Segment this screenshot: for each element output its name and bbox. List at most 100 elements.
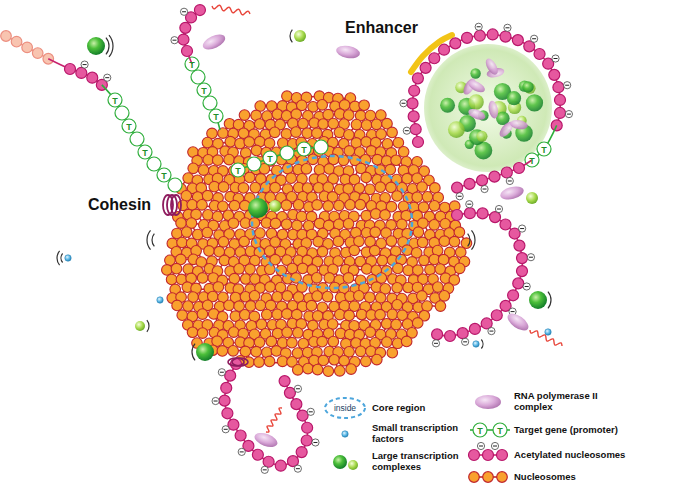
rna-transcript <box>266 408 282 432</box>
nucleosome <box>417 291 428 302</box>
acetyl-charge <box>294 385 301 392</box>
motion-mark <box>109 35 113 57</box>
nucleosome <box>439 236 450 247</box>
acetyl-charge <box>212 397 219 404</box>
transcription-complex <box>470 68 480 78</box>
acetylated-nucleosome <box>178 34 189 45</box>
nucleosome <box>454 263 465 274</box>
nucleosome <box>298 118 309 129</box>
acetylated-nucleosome <box>301 435 312 446</box>
legend-text: RNA polymerase II complex <box>514 390 598 412</box>
nucleosome <box>225 136 236 147</box>
target-gene-nucleosome <box>197 83 211 97</box>
nucleosome <box>172 300 183 311</box>
nucleosome <box>302 128 313 139</box>
transcription-complex <box>448 121 465 138</box>
nucleosome <box>177 237 188 248</box>
cohesin-label: Cohesin <box>88 197 151 213</box>
nucleosome <box>249 218 260 229</box>
acetyl-charge <box>531 35 538 42</box>
legend-sample <box>469 472 480 483</box>
target-gene-nucleosome <box>122 119 136 133</box>
acetyl-charge <box>554 58 558 59</box>
nucleosome <box>387 309 398 320</box>
motion-mark <box>192 344 195 361</box>
target-gene-nucleosome <box>537 142 551 156</box>
acetyl-charge <box>432 340 439 347</box>
legend-item: Nucleosomes <box>514 472 664 483</box>
gene-mark: T <box>267 154 273 163</box>
acetyl-charge <box>565 85 569 86</box>
nucleosome <box>234 263 245 274</box>
acetylated-nucleosome <box>235 430 246 441</box>
faded-nucleosome-fiber <box>6 36 48 59</box>
acetyl-charge <box>220 372 224 373</box>
target-gene-nucleosome <box>203 96 217 110</box>
nucleosome <box>323 366 334 377</box>
nucleosome <box>375 309 386 320</box>
acetylated-nucleosome <box>500 219 511 230</box>
nucleosome <box>429 219 440 230</box>
acetylated-nucleosome <box>429 53 440 64</box>
legend-item: Target gene (promoter) <box>514 425 664 436</box>
target-gene-nucleosome <box>314 140 328 154</box>
acetyl-charge <box>296 468 300 469</box>
transcription-complex <box>522 81 534 93</box>
nucleosome <box>312 364 323 375</box>
nucleosome <box>254 119 265 130</box>
nucleosome <box>286 173 297 184</box>
acetylated-nucleosome <box>555 94 566 105</box>
nucleosome <box>355 346 366 357</box>
nucleosome <box>311 273 322 284</box>
large-transcription-complex <box>87 37 105 55</box>
nucleosome <box>401 336 412 347</box>
nucleosome <box>261 309 272 320</box>
acetylated-nucleosome <box>549 69 560 80</box>
nucleosome <box>435 301 446 312</box>
polymerase-complex <box>499 184 525 202</box>
acetylated-nucleosome <box>87 72 98 83</box>
acetyl-charge <box>105 77 109 78</box>
nucleosome <box>382 337 393 348</box>
enhancer-label: Enhancer <box>345 20 418 36</box>
target-gene-nucleosome <box>108 93 122 107</box>
nucleosome <box>360 356 371 367</box>
nucleosome <box>240 346 251 357</box>
legend-item: Core region <box>372 403 468 414</box>
motion-mark <box>147 230 151 249</box>
acetyl-charge <box>222 426 229 433</box>
gene-mark: T <box>477 426 483 435</box>
transcription-complex <box>477 131 488 142</box>
gene-mark: T <box>529 156 535 165</box>
target-gene-nucleosome <box>168 178 182 192</box>
nucleosome <box>387 347 398 358</box>
target-gene-nucleosome <box>147 157 161 171</box>
nucleosome <box>391 319 402 330</box>
acetylated-nucleosome <box>420 62 431 73</box>
nucleosome <box>412 192 423 203</box>
nucleosome <box>371 119 382 130</box>
legend-item: Acetylated nucleosomes <box>514 450 664 461</box>
nucleosome <box>166 274 177 285</box>
nucleosome <box>323 201 334 212</box>
nucleosome <box>270 182 281 193</box>
acetyl-charge <box>488 327 495 334</box>
small-transcription-factor <box>473 341 479 347</box>
acetylated-nucleosome <box>408 111 419 122</box>
gene-mark: T <box>189 60 195 69</box>
legend-text: Core region <box>372 402 425 413</box>
motion-mark <box>152 234 154 247</box>
nucleosome <box>228 218 239 229</box>
acetylated-nucleosome <box>252 449 263 460</box>
target-gene-nucleosome <box>247 157 261 171</box>
nucleosome <box>187 327 198 338</box>
polymerase-complex <box>509 119 528 131</box>
acetyl-charge <box>224 429 228 430</box>
nucleosome <box>197 200 208 211</box>
nucleosome <box>213 282 224 293</box>
gene-mark: T <box>112 96 118 105</box>
sample-text: inside <box>334 404 356 413</box>
acetylated-nucleosome <box>219 395 230 406</box>
